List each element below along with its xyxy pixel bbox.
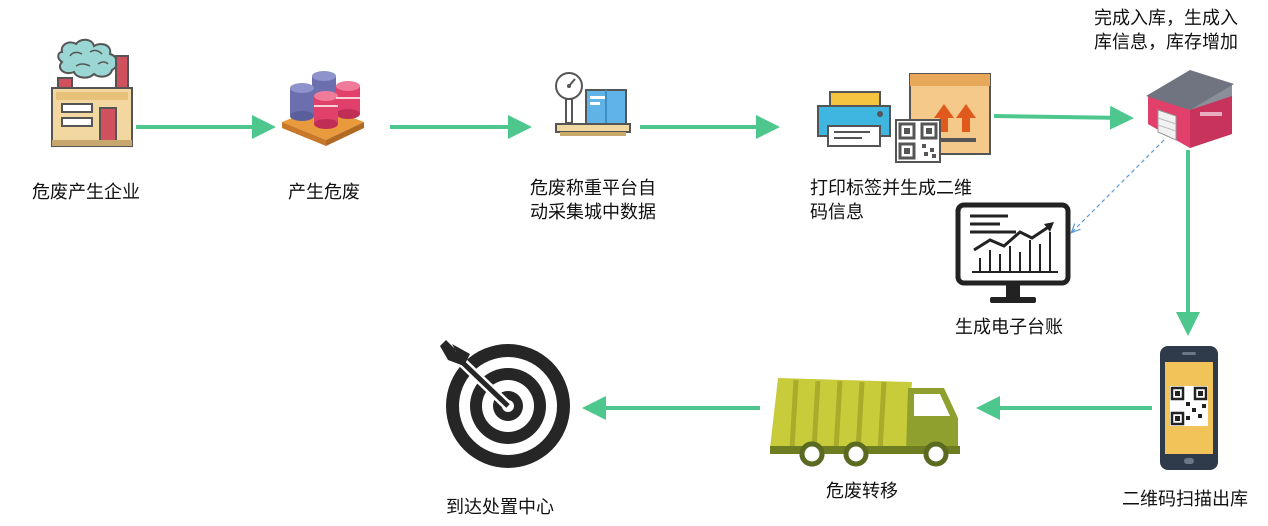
- label-center: 到达处置中心: [446, 497, 554, 518]
- printer-qr-box-icon: [817, 73, 991, 163]
- phone-qr-icon: [1160, 346, 1218, 470]
- label-weigh: 危废称重平台自 动采集城中数据: [530, 177, 656, 225]
- label-print-line-2: 码信息: [810, 202, 864, 223]
- target-icon: [440, 340, 570, 468]
- label-transfer: 危废转移: [826, 481, 898, 502]
- truck-icon: [770, 378, 960, 467]
- label-weigh-line-1: 危废称重平台自: [530, 178, 656, 199]
- arrow-print-warehouse: [993, 105, 1134, 130]
- label-warehouse: 完成入库，生成入 库信息，库存增加: [1094, 7, 1238, 55]
- label-print: 打印标签并生成二维 码信息: [810, 177, 972, 225]
- barrels-icon: [282, 71, 364, 146]
- label-produce: 产生危废: [288, 182, 360, 203]
- label-enterprise: 危废产生企业: [32, 182, 140, 203]
- warehouse-icon: [1146, 70, 1234, 148]
- label-warehouse-line-1: 完成入库，生成入: [1094, 8, 1238, 29]
- label-ledger: 生成电子台账: [955, 317, 1063, 338]
- label-print-line-1: 打印标签并生成二维: [810, 178, 972, 199]
- label-warehouse-line-2: 库信息，库存增加: [1094, 32, 1238, 53]
- monitor-chart-icon: [955, 202, 1071, 303]
- label-weigh-line-2: 动采集城中数据: [530, 202, 656, 223]
- flow-arrows: [136, 105, 1200, 420]
- factory-icon: [51, 38, 133, 147]
- label-scan: 二维码扫描出库: [1122, 489, 1248, 510]
- scale-icon: [555, 72, 631, 136]
- arrow-warehouse-ledger: [1072, 139, 1165, 232]
